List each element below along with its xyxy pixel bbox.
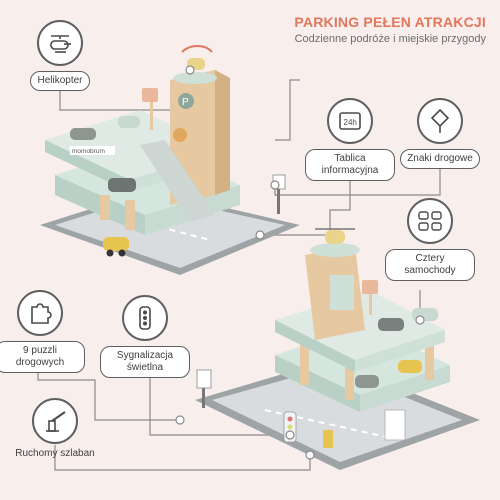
toy-garage-bottom <box>195 228 480 470</box>
page-title: PARKING PEŁEN ATRAKCJI <box>294 14 486 30</box>
feature-helicopter: Helikopter <box>15 20 105 91</box>
road-sign-icon <box>417 98 463 144</box>
page-subtitle: Codzienne podróże i miejskie przygody <box>294 33 486 45</box>
board-icon-text: 24h <box>344 118 357 127</box>
feature-info-board: 24h Tablica informacyjna <box>305 98 395 181</box>
feature-traffic-lights: Sygnalizacja świetlna <box>100 295 190 378</box>
brand-text: momobrum <box>72 148 105 155</box>
cars-icon <box>407 198 453 244</box>
feature-road-signs: Znaki drogowe <box>395 98 485 169</box>
barrier-icon <box>32 398 78 444</box>
helicopter-icon <box>37 20 83 66</box>
traffic-light-icon <box>122 295 168 341</box>
connector-dots <box>175 65 425 460</box>
feature-label: Helikopter <box>30 71 90 91</box>
feature-label: 9 puzzli drogowych <box>0 341 85 373</box>
feature-label: Tablica informacyjna <box>305 149 395 181</box>
feature-puzzles: 9 puzzli drogowych <box>0 290 85 373</box>
feature-label: Znaki drogowe <box>400 149 480 169</box>
feature-label: Ruchomy szlaban <box>15 448 95 459</box>
toy-garage-top: P momobrum <box>40 45 300 275</box>
feature-label: Cztery samochody <box>385 249 475 281</box>
feature-barrier: Ruchomy szlaban <box>10 398 100 460</box>
header: PARKING PEŁEN ATRAKCJI Codzienne podróże… <box>294 14 486 45</box>
svg-text:P: P <box>182 97 189 108</box>
clock-24h-icon: 24h <box>327 98 373 144</box>
feature-label: Sygnalizacja świetlna <box>100 346 190 378</box>
puzzle-icon <box>17 290 63 336</box>
feature-cars: Cztery samochody <box>385 198 475 281</box>
